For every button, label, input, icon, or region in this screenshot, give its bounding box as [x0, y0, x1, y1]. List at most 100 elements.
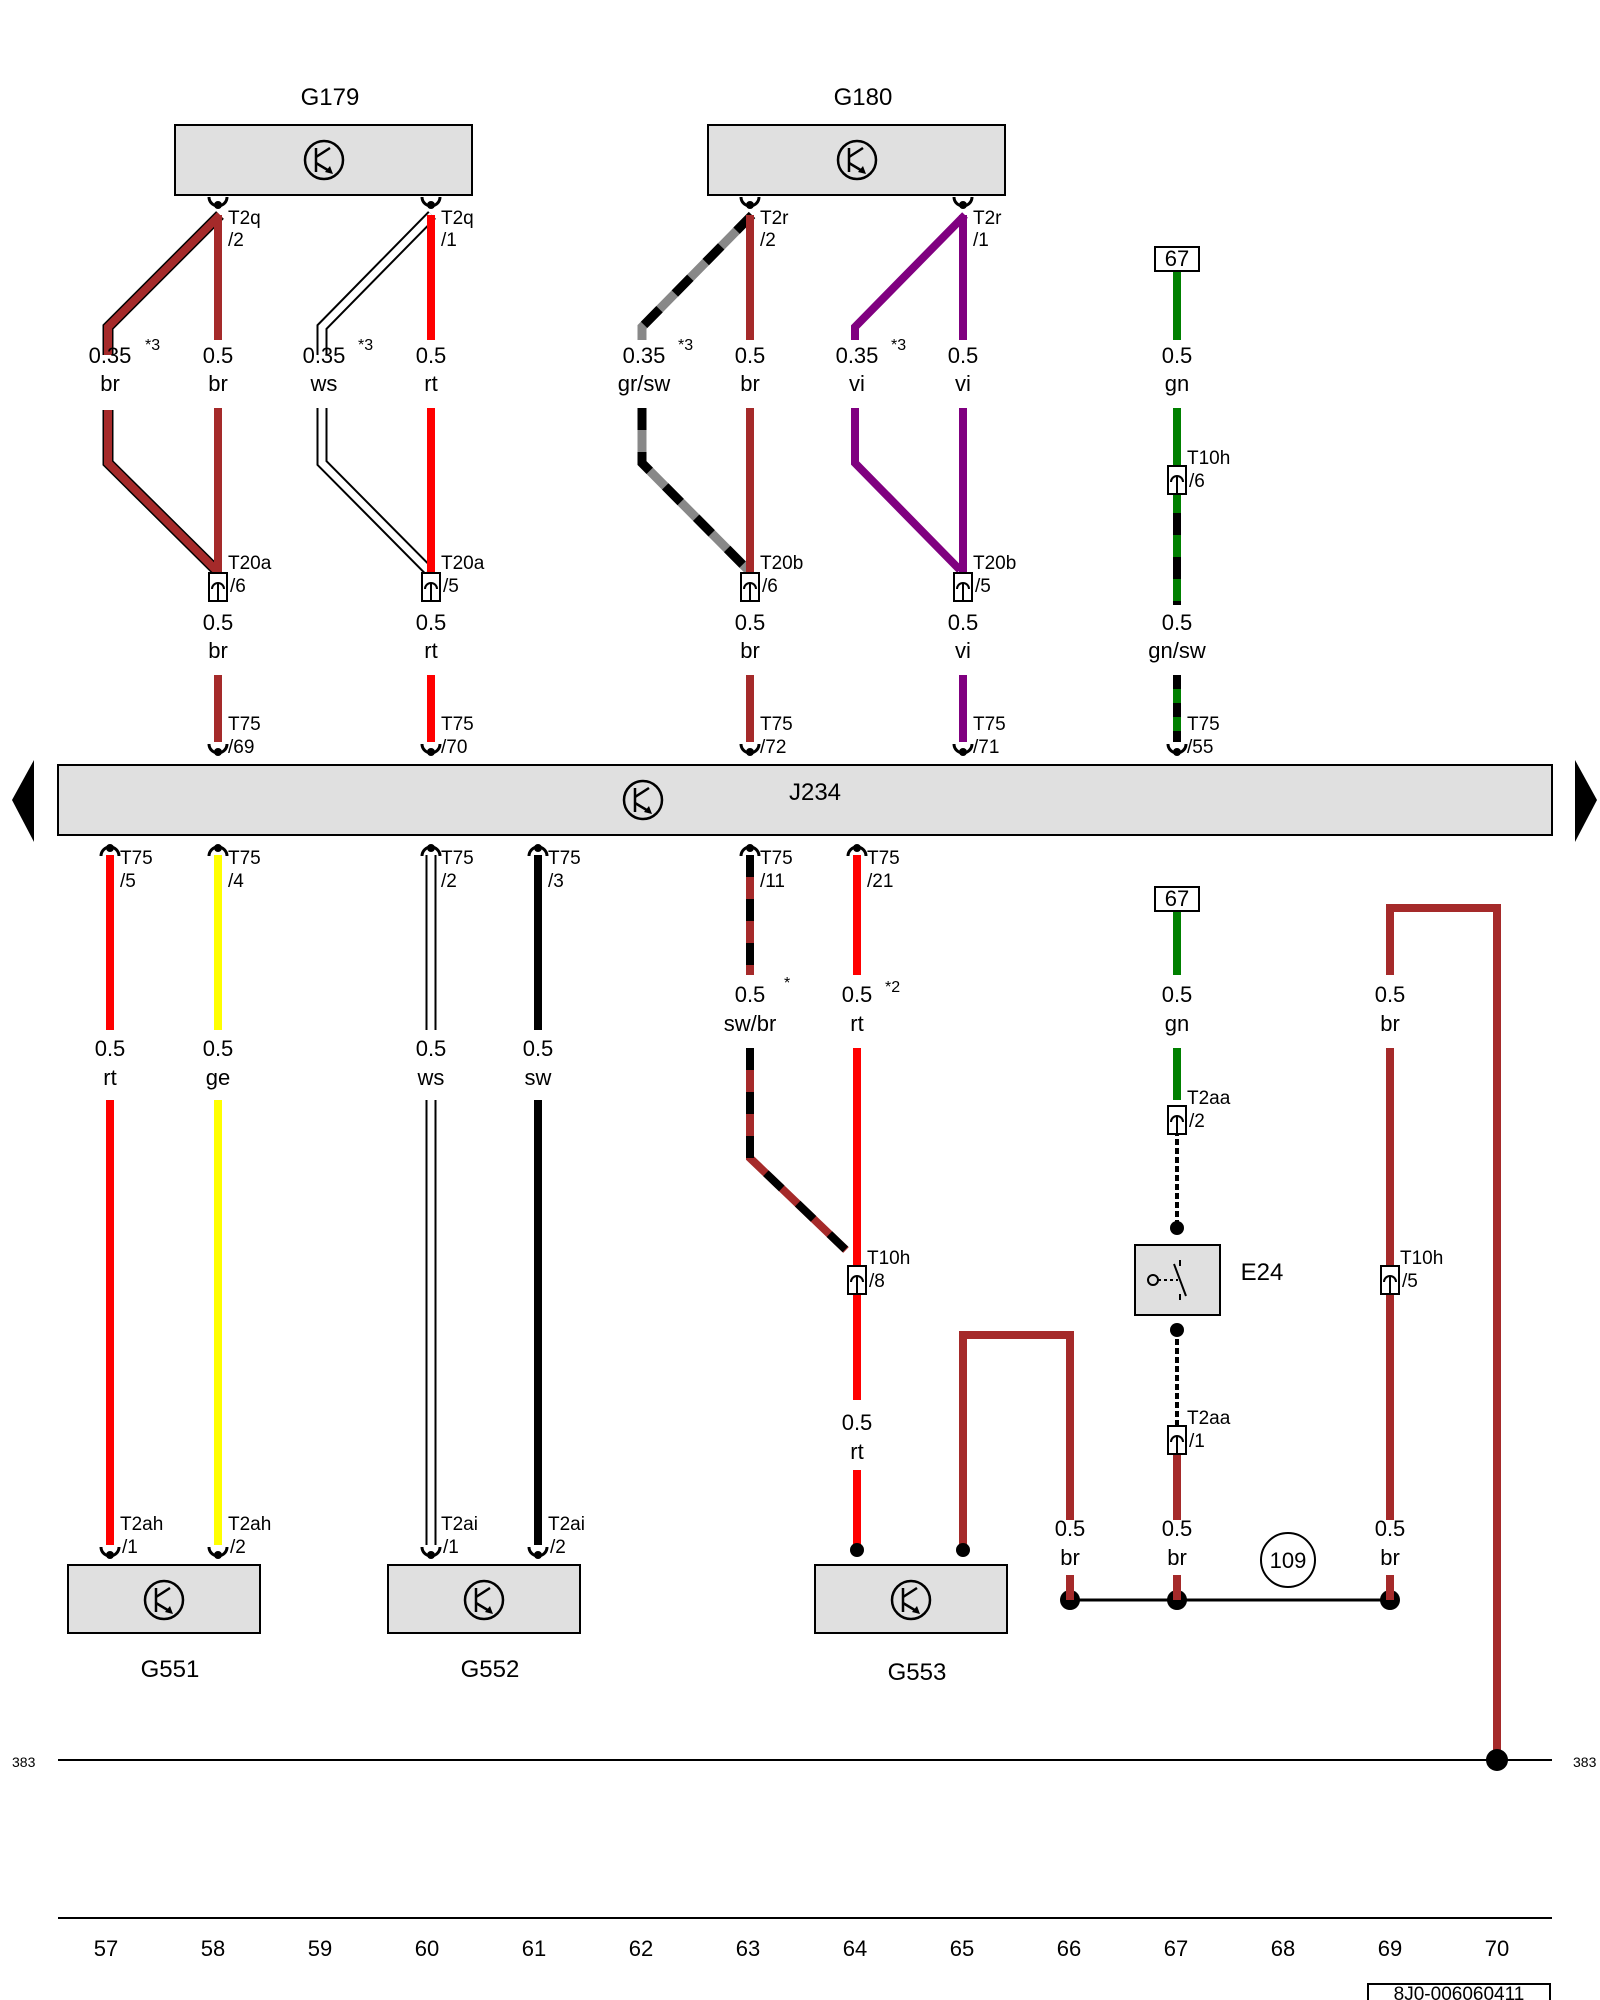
svg-text:67: 67	[1165, 246, 1189, 271]
svg-text:ws: ws	[417, 1065, 445, 1090]
svg-text:67: 67	[1165, 886, 1189, 911]
svg-text:T2r: T2r	[973, 208, 1002, 229]
column-number: 62	[629, 1936, 653, 1961]
svg-text:rt: rt	[850, 1439, 863, 1464]
svg-text:T75: T75	[760, 848, 793, 869]
svg-text:T2ai: T2ai	[548, 1514, 585, 1535]
label-e24: E24	[1241, 1259, 1284, 1286]
svg-text:br: br	[208, 638, 228, 663]
conn-t75-4: T75/4	[228, 848, 261, 892]
connector-pin-dot	[746, 201, 754, 209]
svg-text:/5: /5	[975, 576, 991, 597]
wire-label-b2: 0.5ge	[203, 1036, 234, 1090]
svg-text:vi: vi	[849, 371, 865, 396]
connector-pin-dot	[959, 748, 967, 756]
connector-pins	[99, 196, 1188, 1559]
svg-text:ws: ws	[310, 371, 338, 396]
switch-e24	[1134, 1221, 1221, 1337]
svg-text:rt: rt	[103, 1065, 116, 1090]
svg-text:T20b: T20b	[973, 553, 1016, 574]
svg-text:0.5: 0.5	[203, 610, 234, 635]
svg-text:0.5: 0.5	[948, 610, 979, 635]
wire-g180-grsw-035	[637, 211, 756, 574]
conn-t75-11: T75/11	[760, 848, 793, 892]
svg-text:/55: /55	[1187, 737, 1213, 758]
conn-t20a-5: T20a/5	[441, 553, 485, 597]
svg-text:/70: /70	[441, 737, 467, 758]
conn-t75-2: T75/2	[441, 848, 474, 892]
column-number: 67	[1164, 1936, 1188, 1961]
wire-label-w8: 0.5vi	[948, 343, 979, 396]
conn-t75-21: T75/21	[867, 848, 900, 892]
connector-pin-dot	[427, 201, 435, 209]
conn-t75-72: T75/72	[760, 714, 793, 758]
svg-text:0.5: 0.5	[1375, 1516, 1406, 1541]
svg-text:T75: T75	[120, 848, 153, 869]
conn-t2q-2: T2q/2	[228, 208, 261, 251]
svg-text:0.5: 0.5	[523, 1036, 554, 1061]
svg-text:0.5: 0.5	[416, 343, 447, 368]
svg-text:T75: T75	[760, 714, 793, 735]
conn-t20b-6: T20b/6	[760, 553, 803, 597]
column-number: 70	[1485, 1936, 1509, 1961]
wire-label-w7: 0.35*3vi	[836, 337, 907, 396]
connector-pin-dot	[1173, 748, 1181, 756]
wire-label-b10: 0.5br	[1055, 1516, 1086, 1570]
svg-text:T10h: T10h	[867, 1248, 910, 1269]
connector-pin-dot	[427, 844, 435, 852]
wire-label-w5: 0.35*3gr/sw	[618, 337, 694, 396]
svg-text:/6: /6	[762, 576, 778, 597]
svg-text:0.5: 0.5	[95, 1036, 126, 1061]
svg-text:/11: /11	[760, 871, 785, 892]
svg-text:gn/sw: gn/sw	[1148, 638, 1206, 663]
svg-text:ge: ge	[206, 1065, 230, 1090]
wire-label-w3: 0.35*3ws	[303, 337, 374, 396]
svg-text:*3: *3	[678, 337, 693, 354]
svg-text:/2: /2	[760, 230, 776, 251]
connector-pin-dot	[534, 1551, 542, 1559]
svg-text:109: 109	[1270, 1548, 1307, 1573]
column-number: 59	[308, 1936, 332, 1961]
svg-text:T75: T75	[441, 714, 474, 735]
connector-pin-dot	[746, 748, 754, 756]
column-number: 68	[1271, 1936, 1295, 1961]
sensor-g180	[707, 124, 1006, 196]
connector-pin-dot	[427, 1551, 435, 1559]
wire-g180-vi-035	[851, 212, 968, 573]
ref-383-right: 383	[1573, 1754, 1597, 1770]
column-number: 65	[950, 1936, 974, 1961]
svg-text:T2ah: T2ah	[228, 1514, 271, 1535]
column-number: 63	[736, 1936, 760, 1961]
connector-pin-dot	[427, 748, 435, 756]
svg-text:0.5: 0.5	[1055, 1516, 1086, 1541]
wire-label-w6: 0.5br	[735, 343, 766, 396]
page-next-arrow[interactable]	[1575, 760, 1597, 842]
svg-text:/6: /6	[1189, 471, 1205, 492]
svg-text:/2: /2	[228, 230, 244, 251]
conn-t2aa-2: T2aa/2	[1187, 1088, 1231, 1132]
wire-label-b1: 0.5 rt	[95, 1036, 126, 1090]
wire-label-b8: 0.5br	[1375, 982, 1406, 1036]
svg-text:T20b: T20b	[760, 553, 803, 574]
svg-text:0.5: 0.5	[1162, 982, 1193, 1007]
conn-t20a-6: T20a/6	[228, 553, 272, 597]
wire-label-m5: 0.5gn/sw	[1148, 610, 1206, 663]
connector-pin-dot	[534, 844, 542, 852]
column-number: 60	[415, 1936, 439, 1961]
svg-text:0.5: 0.5	[842, 982, 873, 1007]
svg-text:0.5: 0.5	[416, 610, 447, 635]
page-prev-arrow[interactable]	[12, 760, 34, 842]
svg-text:br: br	[1380, 1011, 1400, 1036]
sensor-g179	[174, 124, 473, 196]
wire-label-b6: 0.5*2rt	[842, 979, 901, 1036]
conn-t75-70: T75/70	[441, 714, 474, 758]
svg-text:br: br	[740, 371, 760, 396]
svg-text:T2ah: T2ah	[120, 1514, 163, 1535]
svg-text:vi: vi	[955, 371, 971, 396]
svg-text:T75: T75	[548, 848, 581, 869]
svg-text:/4: /4	[228, 871, 244, 892]
conn-t2ai-2: T2ai/2	[548, 1514, 585, 1558]
conn-t75-5: T75/5	[120, 848, 153, 892]
svg-text:/71: /71	[973, 737, 999, 758]
